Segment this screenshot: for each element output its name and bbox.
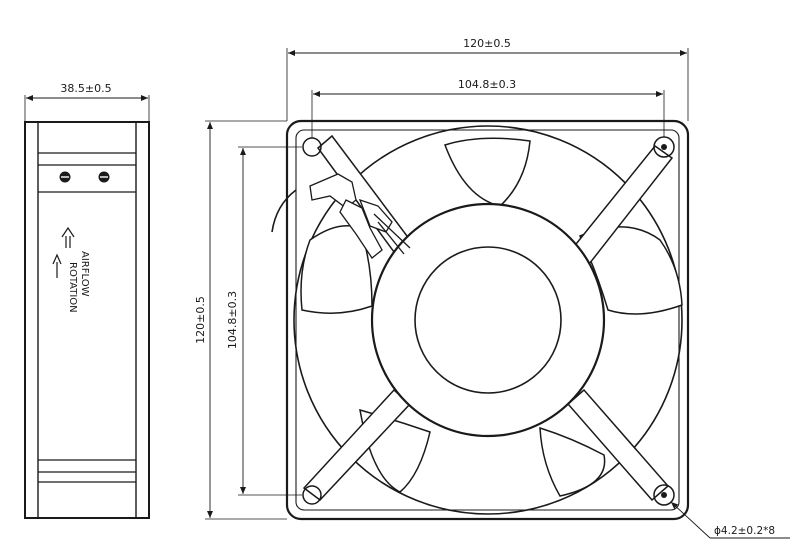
fan-blades	[300, 137, 683, 497]
terminal-screw-icon	[59, 171, 71, 183]
rotation-arrow-icon	[52, 253, 62, 278]
hole-spacing-vertical-label: 104.8±0.3	[226, 291, 239, 349]
hole-spacing-horizontal-label: 104.8±0.3	[458, 78, 516, 91]
mounting-hole-icon	[653, 484, 675, 506]
front-view: 120±0.5 104.8±0.3 120±0.5 104.8±0.3 ϕ4.2…	[194, 37, 790, 539]
mounting-hole-icon	[302, 485, 322, 505]
fan-blade	[539, 426, 606, 497]
terminal-screw-icon	[98, 171, 110, 183]
fan-blade	[444, 137, 531, 207]
frame-inner	[295, 129, 680, 511]
airflow-arrow-icon	[61, 226, 75, 248]
airflow-label: AIRFLOW	[79, 251, 90, 297]
overall-width-label: 120±0.5	[463, 37, 511, 50]
motor-hub-outer	[370, 202, 606, 438]
hole-callout-leader	[670, 501, 711, 539]
fan-blade	[578, 226, 683, 315]
venturi-ring	[293, 125, 683, 515]
hole-callout-label: ϕ4.2±0.2*8	[714, 525, 775, 537]
motor-hub-inner	[414, 246, 562, 394]
side-view: AIRFLOW ROTATION 38.5±0.5	[24, 82, 150, 519]
lead-wire-clamp	[271, 173, 411, 259]
overall-height-label: 120±0.5	[194, 296, 207, 344]
side-depth-label: 38.5±0.5	[60, 82, 111, 95]
side-view-outline	[24, 121, 150, 519]
rotation-label: ROTATION	[67, 262, 78, 313]
frame-outer	[285, 119, 690, 521]
